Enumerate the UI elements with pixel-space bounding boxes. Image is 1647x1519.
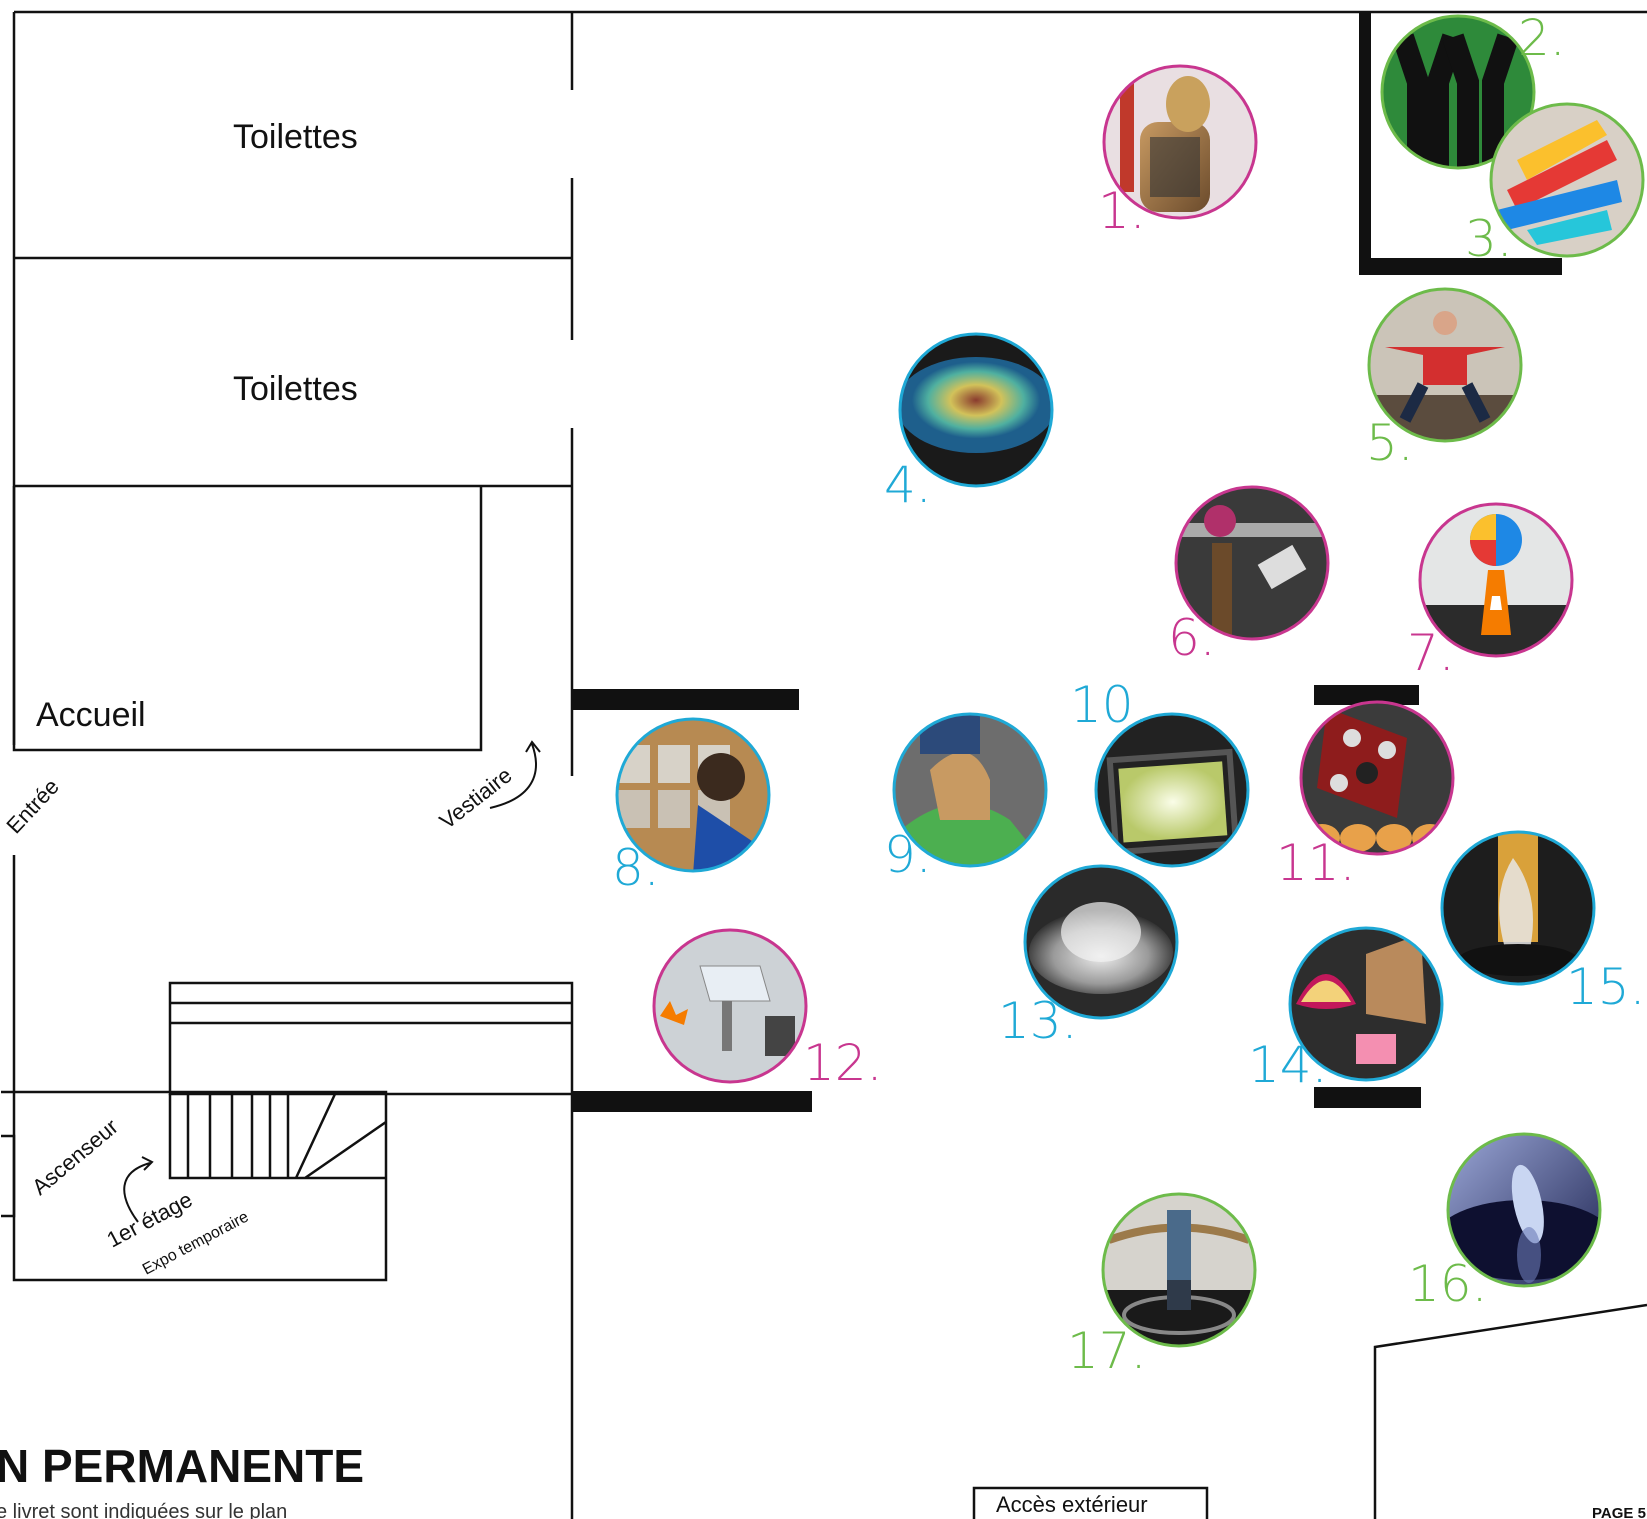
exhibits-layer: 1. 2. 3. 4. 5. 6. 7. 8. 9. 10. 11. 12. 13. 14. 15. 16. 1… — [612, 9, 1646, 1380]
exhibit-photo-person-at-touchscreen — [1176, 487, 1328, 639]
exhibit-ring — [1440, 830, 1596, 986]
exhibit-number: 13. — [998, 992, 1078, 1050]
stairs-arrow-icon — [123, 1156, 154, 1223]
exhibit-photo-augmented-sandbox-island — [900, 334, 1052, 486]
exhibit-14: 14. — [1248, 926, 1444, 1094]
exhibit-17: 17. — [1067, 1192, 1257, 1380]
exhibit-1: 1. — [1098, 64, 1258, 240]
exhibit-photo-child-at-wall-panels — [617, 719, 769, 871]
exhibit-ring — [1299, 700, 1455, 856]
exhibit-number: 11. — [1276, 834, 1356, 892]
exhibit-number: 2. — [1518, 9, 1566, 67]
exhibit-photo-colored-hand-shadows — [1491, 104, 1643, 256]
stairs-landing — [168, 981, 574, 1096]
exhibit-number: 5. — [1366, 414, 1414, 472]
exhibit-6: 6. — [1168, 485, 1330, 667]
exhibit-12: 12. — [652, 928, 883, 1092]
exhibit-photo-guitar-and-cable-drum — [1104, 66, 1256, 218]
exhibit-number: 16. — [1408, 1255, 1488, 1313]
exhibit-3: 3. — [1465, 102, 1645, 268]
exhibit-number: 10. — [1070, 676, 1150, 734]
page-title: N PERMANENTE — [0, 1440, 364, 1492]
exhibit-photo-fog-tornado — [1442, 832, 1594, 984]
exhibit-ring — [898, 332, 1054, 488]
page-number: PAGE 5 — [1592, 1505, 1646, 1519]
room-2-3-wall-left — [1359, 12, 1371, 275]
exhibit-photo-ball-on-cone — [1420, 504, 1572, 656]
reception-label: Accueil — [36, 696, 146, 734]
exhibit-ring — [1023, 864, 1179, 1020]
exhibit-number: 9. — [884, 826, 932, 884]
exhibit-number: 15. — [1566, 958, 1646, 1016]
exhibit-ring — [1380, 14, 1536, 170]
exhibit-photo-fog-basin — [1025, 866, 1177, 1018]
outside-access-label: Accès extérieur — [996, 1492, 1148, 1517]
exhibit-number: 8. — [612, 839, 660, 897]
exhibit-photo-clear-box-drawing — [654, 930, 806, 1082]
page-subtitle: e livret sont indiquées sur le plan — [0, 1501, 287, 1519]
exhibit-number: 1. — [1098, 182, 1146, 240]
exhibit-13: 13. — [998, 864, 1179, 1050]
entrance-label: Entrée — [1, 774, 63, 838]
exhibit-11: 11. — [1276, 700, 1455, 892]
solid-walls — [572, 12, 1562, 1112]
exhibit-photo-spinning-disc — [1448, 1134, 1600, 1286]
exhibit-ring — [1418, 502, 1574, 658]
exhibit-8: 8. — [612, 717, 771, 897]
stairs-steps — [168, 1093, 387, 1180]
elevator-stub — [1, 1134, 16, 1218]
exhibit-ring — [892, 712, 1048, 868]
exhibit-7: 7. — [1407, 502, 1574, 682]
outside-access-box — [972, 1486, 1209, 1519]
exhibit-ring — [1367, 287, 1523, 443]
exhibit-15: 15. — [1440, 830, 1646, 1016]
exhibit-ring — [652, 928, 808, 1084]
exhibit-number: 14. — [1248, 1036, 1328, 1094]
toilets-label-1: Toilettes — [233, 118, 358, 156]
exhibit-ring — [1094, 712, 1250, 868]
exhibit-number: 12. — [803, 1034, 883, 1092]
exhibit-number: 3. — [1465, 210, 1513, 268]
exhibit-number: 17. — [1067, 1322, 1147, 1380]
pillar-1 — [1314, 685, 1419, 705]
exhibit-photo-cheese-shaped-objects — [1290, 928, 1442, 1080]
wall-bar-upper — [572, 689, 799, 710]
exhibit-ring — [1101, 1192, 1257, 1348]
exhibit-5: 5. — [1366, 287, 1523, 472]
exhibit-ring — [1174, 485, 1330, 641]
exhibit-ring — [1489, 102, 1645, 258]
exhibit-ring — [1102, 64, 1258, 220]
toilets-label-2: Toilettes — [233, 370, 358, 408]
room-2-3-wall-bottom — [1359, 258, 1562, 275]
exhibit-number: 7. — [1407, 624, 1455, 682]
cloakroom-arrow-icon — [489, 740, 541, 809]
wall-bar-lower — [572, 1091, 812, 1112]
outer-wall-left-lower — [1, 855, 388, 1282]
exhibit-9: 9. — [884, 712, 1048, 884]
exhibit-number: 6. — [1168, 609, 1216, 667]
exhibit-ring — [1288, 926, 1444, 1082]
exhibit-ring — [1446, 1132, 1602, 1288]
exhibit-4: 4. — [884, 332, 1054, 514]
exhibit-ring — [615, 717, 771, 873]
walls — [1, 10, 1647, 1519]
reception-box — [12, 486, 483, 752]
pillar-2 — [1314, 1087, 1421, 1108]
exhibit-photo-light-table — [1096, 714, 1248, 866]
exhibit-10: 10. — [1070, 676, 1250, 868]
exhibit-16: 16. — [1408, 1132, 1602, 1313]
exhibit-number: 4. — [884, 456, 932, 514]
hall-wall-right-lower — [1373, 1303, 1647, 1519]
cloakroom-label: Vestiaire — [435, 762, 517, 834]
elevator-label: Ascenseur — [27, 1114, 123, 1200]
